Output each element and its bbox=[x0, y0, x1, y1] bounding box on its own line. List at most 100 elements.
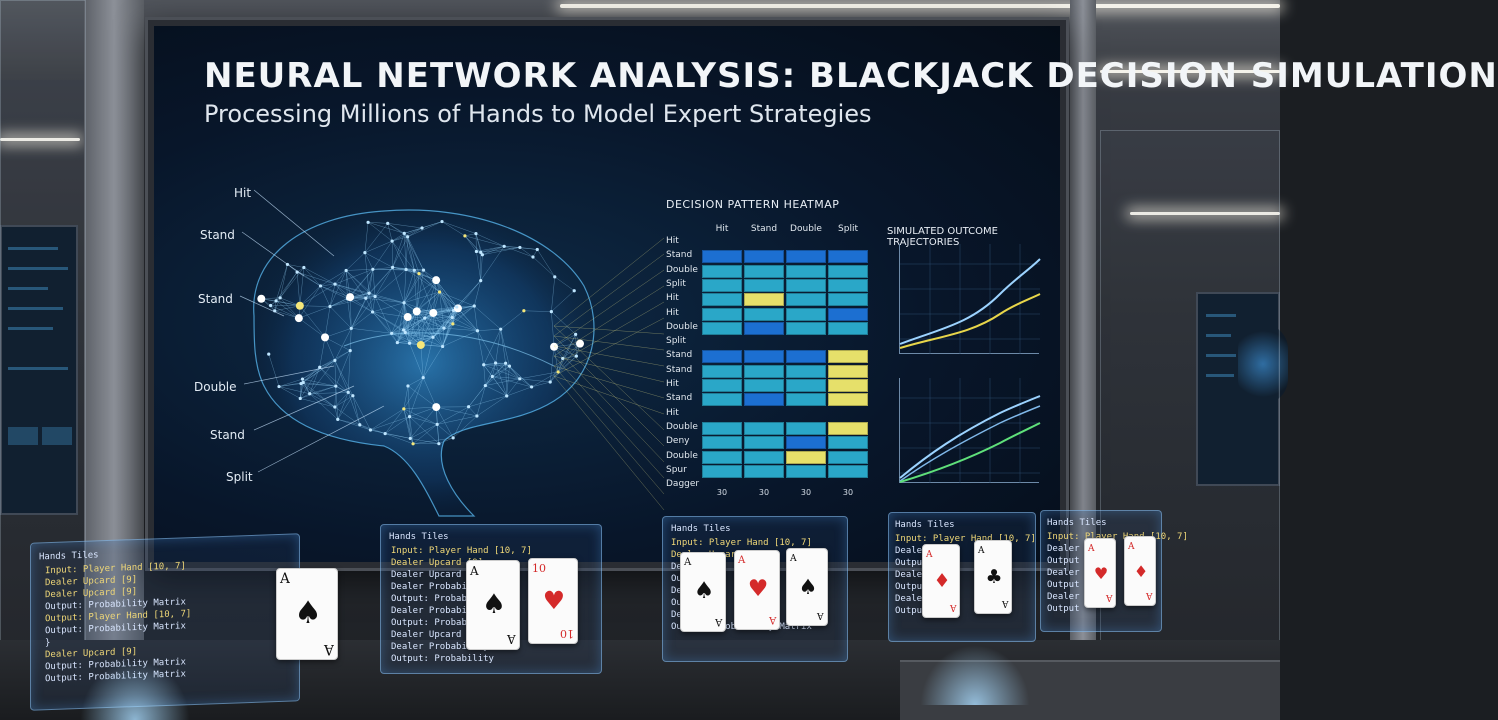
neural-connection bbox=[359, 424, 386, 434]
neural-connection bbox=[468, 406, 478, 417]
neural-connection bbox=[345, 270, 367, 299]
neural-node bbox=[404, 267, 408, 272]
neural-connection bbox=[345, 270, 370, 294]
heatmap-cell bbox=[702, 364, 742, 378]
neural-connection bbox=[345, 252, 366, 271]
neural-connection bbox=[416, 280, 437, 312]
neural-connection bbox=[407, 236, 420, 274]
neural-connection bbox=[334, 406, 360, 425]
neural-connection bbox=[416, 311, 434, 338]
neural-node bbox=[479, 278, 483, 283]
label-pointer bbox=[257, 405, 385, 473]
neural-node bbox=[274, 299, 278, 303]
neural-connection bbox=[391, 302, 405, 334]
neural-node bbox=[455, 305, 459, 309]
heatmap-cell bbox=[786, 321, 826, 335]
neural-connection bbox=[387, 223, 393, 242]
heatmap-cell bbox=[786, 364, 826, 378]
neural-node bbox=[431, 335, 435, 339]
neural-connection bbox=[416, 273, 420, 312]
neural-connection bbox=[329, 298, 348, 307]
heatmap-cell bbox=[744, 464, 784, 478]
neural-node bbox=[429, 308, 438, 317]
neural-connection bbox=[309, 367, 320, 394]
neural-connection bbox=[519, 378, 532, 388]
neural-connection bbox=[403, 279, 437, 303]
neural-connection bbox=[492, 363, 506, 377]
neural-connection bbox=[349, 297, 352, 329]
holo-panel-4: Hands Tiles Input: Player Hand [10, 7]De… bbox=[888, 512, 1036, 642]
neural-connection bbox=[407, 236, 415, 271]
holo-code-line: Input: Player Hand [10, 7] bbox=[671, 538, 812, 548]
heatmap-cell bbox=[702, 307, 742, 321]
neural-connection bbox=[409, 343, 424, 378]
heatmap-cell bbox=[702, 421, 742, 435]
neural-connection bbox=[334, 270, 347, 285]
neural-connection bbox=[278, 386, 301, 399]
neural-node bbox=[411, 442, 415, 446]
holo-code-line: Input: Player Hand [10, 7] bbox=[1047, 532, 1188, 542]
neural-connection bbox=[346, 269, 373, 271]
neural-connection bbox=[365, 297, 405, 304]
playing-card: A♠A bbox=[680, 552, 726, 632]
neural-node bbox=[318, 365, 322, 369]
neural-node bbox=[321, 333, 330, 342]
neural-node bbox=[556, 370, 560, 374]
heatmap-col-header: Stand bbox=[750, 224, 778, 234]
neural-connection bbox=[424, 318, 434, 338]
neural-connection bbox=[407, 221, 443, 237]
neural-connection bbox=[374, 269, 407, 297]
neural-connection bbox=[492, 376, 532, 388]
neural-connection bbox=[409, 416, 411, 439]
neural-connection bbox=[300, 367, 320, 399]
heatmap-cell bbox=[786, 450, 826, 464]
neural-connection bbox=[403, 329, 434, 338]
neural-node bbox=[391, 265, 395, 269]
neural-connection bbox=[557, 334, 576, 373]
neural-node bbox=[574, 332, 578, 336]
neural-node bbox=[474, 232, 478, 236]
neural-node bbox=[412, 268, 416, 272]
neural-connection bbox=[275, 271, 298, 302]
neural-connection bbox=[372, 311, 404, 331]
neural-connection bbox=[531, 371, 559, 388]
neural-connection bbox=[372, 311, 406, 333]
neural-connection bbox=[405, 327, 444, 333]
neural-node bbox=[349, 326, 353, 330]
holo-code-line: Input: Player Hand [10, 7] bbox=[391, 546, 532, 556]
neural-connection bbox=[405, 269, 437, 281]
neural-connection bbox=[476, 395, 507, 417]
neural-node bbox=[407, 341, 412, 345]
neural-node bbox=[561, 356, 565, 361]
holo-code-line: Dealer bbox=[1047, 592, 1080, 602]
neural-connection bbox=[424, 280, 437, 319]
spade-icon: ♠ bbox=[693, 578, 715, 605]
heatmap-cell bbox=[744, 350, 784, 364]
neural-connection bbox=[423, 346, 443, 378]
neural-connection bbox=[387, 223, 405, 234]
neural-connection bbox=[432, 323, 454, 338]
wall-pillar bbox=[84, 0, 144, 720]
neural-connection bbox=[335, 386, 339, 420]
playing-card: A♥A bbox=[734, 550, 780, 630]
neural-node bbox=[333, 282, 337, 286]
holo-code-line: Dealer Probability bbox=[391, 606, 489, 616]
neural-connection bbox=[278, 378, 303, 387]
neural-connection bbox=[391, 241, 393, 268]
neural-connection bbox=[554, 276, 575, 291]
neural-connection bbox=[443, 327, 478, 331]
neural-node bbox=[373, 294, 377, 299]
neural-connection bbox=[403, 408, 410, 417]
holo-header: Hands Tiles bbox=[39, 550, 99, 563]
neural-connection bbox=[407, 377, 424, 387]
neural-connection bbox=[403, 302, 434, 314]
neural-connection bbox=[335, 385, 349, 393]
decision-output-link bbox=[553, 355, 665, 479]
neural-connection bbox=[319, 337, 326, 368]
neural-connection bbox=[477, 330, 496, 364]
neural-connection bbox=[387, 223, 423, 229]
neural-connection bbox=[337, 392, 349, 420]
left-side-screen bbox=[0, 225, 78, 515]
neural-connection bbox=[320, 270, 347, 287]
neural-connection bbox=[418, 273, 440, 293]
